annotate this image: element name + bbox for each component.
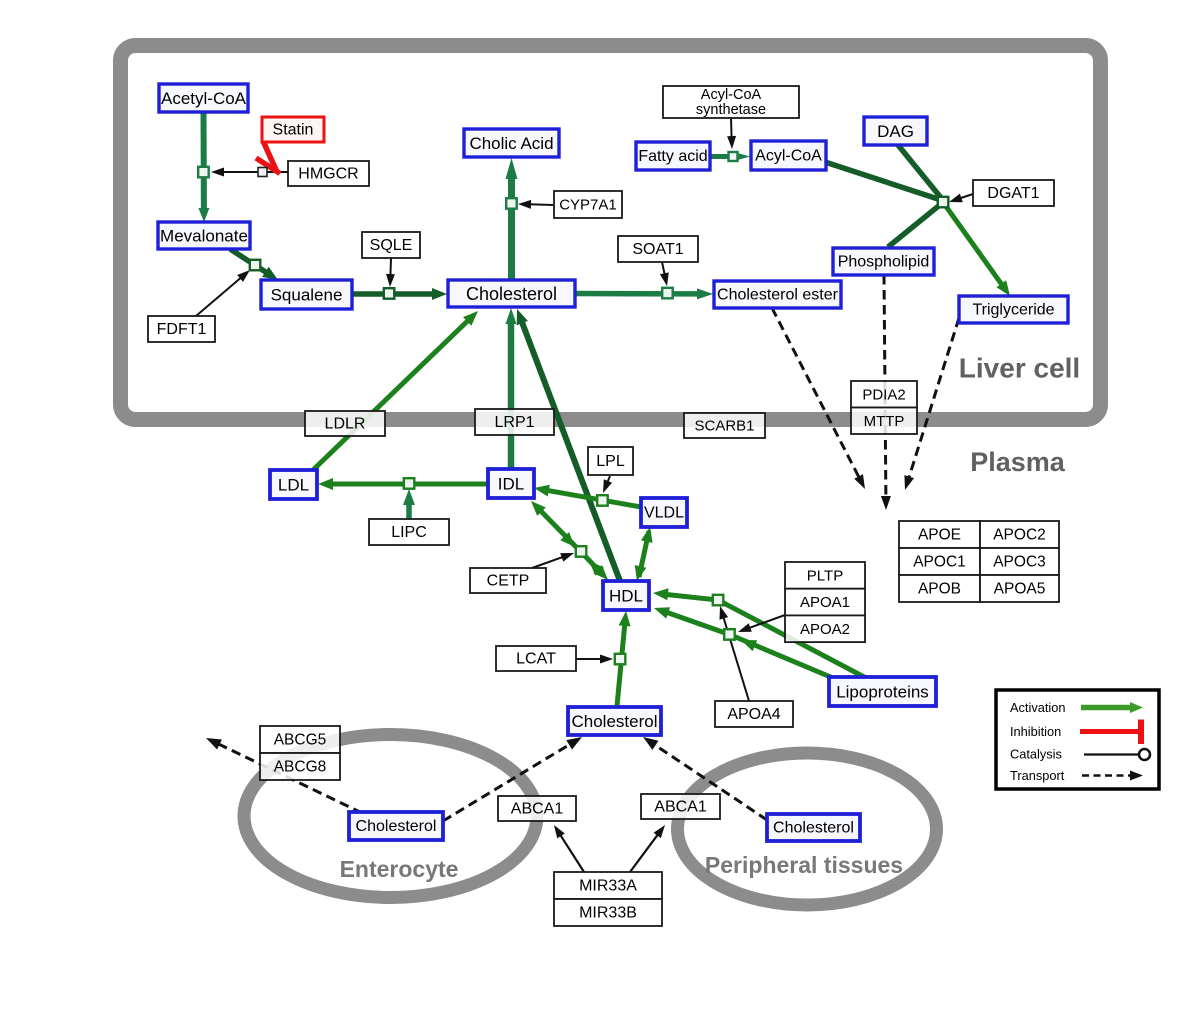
svg-text:Plasma: Plasma xyxy=(970,447,1066,477)
svg-text:PLTP: PLTP xyxy=(807,567,843,584)
svg-text:LDLR: LDLR xyxy=(325,416,366,433)
svg-text:Acyl-CoA: Acyl-CoA xyxy=(701,87,762,103)
svg-text:PDIA2: PDIA2 xyxy=(862,386,905,403)
svg-text:IDL: IDL xyxy=(498,475,524,494)
svg-text:CETP: CETP xyxy=(487,573,530,590)
svg-text:Activation: Activation xyxy=(1010,700,1065,715)
svg-text:Inhibition: Inhibition xyxy=(1010,724,1061,739)
svg-text:Phospholipid: Phospholipid xyxy=(838,254,930,271)
svg-text:FDFT1: FDFT1 xyxy=(157,321,207,338)
svg-text:Enterocyte: Enterocyte xyxy=(340,856,459,882)
svg-text:APOA2: APOA2 xyxy=(800,621,850,638)
svg-text:HDL: HDL xyxy=(609,587,643,606)
svg-text:HMGCR: HMGCR xyxy=(298,166,358,183)
svg-text:Transport: Transport xyxy=(1010,768,1065,783)
svg-text:APOA1: APOA1 xyxy=(800,594,850,611)
svg-text:LPL: LPL xyxy=(596,453,625,470)
svg-text:Acyl-CoA: Acyl-CoA xyxy=(755,148,822,165)
svg-text:MIR33B: MIR33B xyxy=(579,905,637,922)
svg-text:LDL: LDL xyxy=(278,476,309,495)
svg-text:VLDL: VLDL xyxy=(644,505,684,522)
svg-text:Squalene: Squalene xyxy=(271,286,343,305)
svg-text:SCARB1: SCARB1 xyxy=(694,418,754,435)
svg-text:APOA5: APOA5 xyxy=(994,581,1046,598)
svg-text:LRP1: LRP1 xyxy=(494,414,534,431)
svg-text:ABCA1: ABCA1 xyxy=(511,801,564,818)
svg-text:Triglyceride: Triglyceride xyxy=(972,302,1054,319)
svg-text:Statin: Statin xyxy=(273,122,314,139)
svg-text:MIR33A: MIR33A xyxy=(579,878,637,895)
svg-text:APOC1: APOC1 xyxy=(913,554,966,571)
svg-text:APOB: APOB xyxy=(918,581,961,598)
svg-text:Cholesterol: Cholesterol xyxy=(466,284,557,304)
svg-text:Cholic Acid: Cholic Acid xyxy=(469,134,553,153)
svg-text:Mevalonate: Mevalonate xyxy=(160,227,248,246)
svg-text:Fatty acid: Fatty acid xyxy=(638,148,707,165)
svg-text:CYP7A1: CYP7A1 xyxy=(559,197,617,214)
svg-text:ABCG5: ABCG5 xyxy=(274,732,327,749)
svg-text:APOE: APOE xyxy=(918,527,961,544)
svg-text:SOAT1: SOAT1 xyxy=(632,241,683,258)
svg-text:synthetase: synthetase xyxy=(696,102,766,118)
svg-text:MTTP: MTTP xyxy=(864,413,905,430)
svg-text:LCAT: LCAT xyxy=(516,651,556,668)
svg-text:Cholesterol ester: Cholesterol ester xyxy=(717,287,839,304)
svg-text:ABCG8: ABCG8 xyxy=(274,759,327,776)
svg-text:Liver cell: Liver cell xyxy=(959,353,1080,384)
svg-text:Peripheral tissues: Peripheral tissues xyxy=(705,852,903,878)
svg-text:APOC2: APOC2 xyxy=(993,527,1046,544)
svg-text:Cholesterol: Cholesterol xyxy=(356,818,437,835)
svg-text:ABCA1: ABCA1 xyxy=(654,799,707,816)
svg-text:APOC3: APOC3 xyxy=(993,554,1046,571)
svg-text:Cholesterol: Cholesterol xyxy=(773,820,854,837)
svg-text:Catalysis: Catalysis xyxy=(1010,747,1062,762)
svg-text:Cholesterol: Cholesterol xyxy=(572,712,658,731)
svg-text:DGAT1: DGAT1 xyxy=(987,185,1039,202)
svg-text:LIPC: LIPC xyxy=(391,524,427,541)
svg-text:SQLE: SQLE xyxy=(370,237,413,254)
svg-text:Lipoproteins: Lipoproteins xyxy=(836,683,929,702)
svg-text:Acetyl-CoA: Acetyl-CoA xyxy=(161,89,247,108)
svg-text:APOA4: APOA4 xyxy=(727,706,780,723)
svg-text:DAG: DAG xyxy=(877,122,914,141)
